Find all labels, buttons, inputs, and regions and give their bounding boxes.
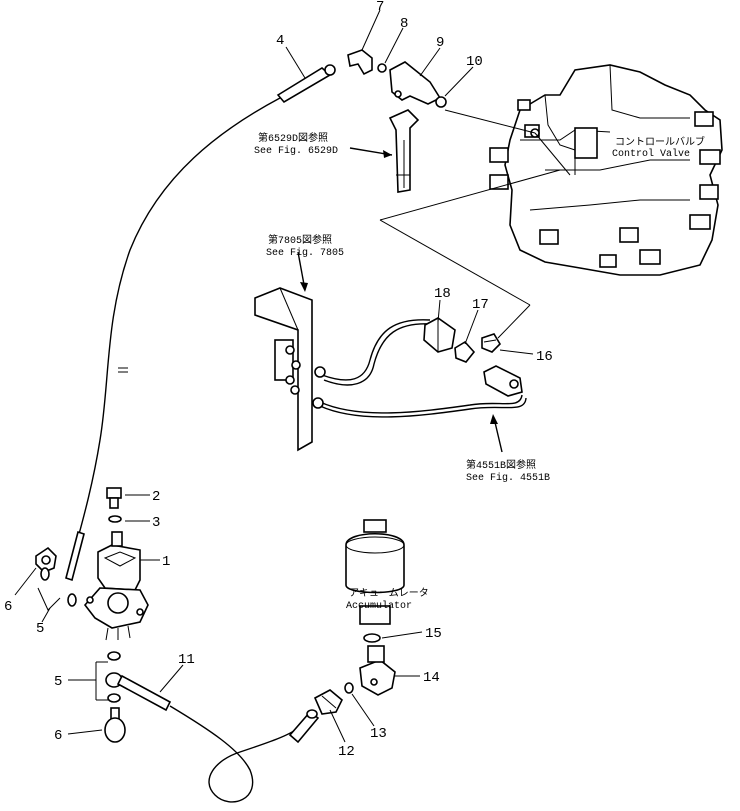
part-label-1: 1 (162, 554, 170, 570)
part-label-5-lower: 5 (54, 674, 62, 690)
o-ring-8 (377, 63, 387, 73)
ref-7805-en: See Fig. 7805 (266, 247, 344, 259)
ref-4551b-en: See Fig. 4551B (466, 472, 550, 484)
o-ring-5d (107, 693, 121, 703)
part-label-3: 3 (152, 515, 160, 531)
pipe-stub (65, 530, 85, 582)
hose-11 (116, 674, 320, 803)
part-label-14: 14 (423, 670, 440, 686)
ref-6529d-en: See Fig. 6529D (254, 145, 338, 157)
part-label-15: 15 (425, 626, 442, 642)
fitting-12 (313, 689, 343, 715)
accumulator-label-jp: アキュームレータ (349, 587, 429, 600)
part-label-4: 4 (276, 33, 284, 49)
ref-7805-jp: 第7805図参照 (268, 233, 332, 247)
wire-harness (312, 319, 527, 418)
part-label-5-upper: 5 (36, 621, 44, 637)
pipe-ref-6529d (388, 109, 420, 193)
valve-body-9 (389, 61, 442, 105)
part-label-18: 18 (434, 286, 451, 302)
part-label-9: 9 (436, 35, 444, 51)
fitting-6-upper (35, 546, 57, 573)
adapter-17 (454, 340, 476, 363)
part-label-16: 16 (536, 349, 553, 365)
leader-lines (14, 9, 534, 743)
part-label-13: 13 (370, 726, 387, 742)
part-label-17: 17 (472, 297, 489, 313)
part-number-labels: 2 3 1 4 5 5 6 6 7 8 9 10 11 12 13 14 15 … (4, 0, 553, 760)
washer-3 (108, 515, 122, 523)
part-label-8: 8 (400, 16, 408, 32)
tee-block-14 (359, 645, 396, 696)
fitting-6-lower (104, 707, 126, 743)
ref-6529d-jp: 第6529D図参照 (258, 131, 328, 145)
part-label-2: 2 (152, 489, 160, 505)
o-ring-5b (67, 593, 77, 607)
o-ring-15 (363, 633, 381, 643)
control-valve (489, 64, 723, 276)
o-ring-10 (435, 96, 447, 108)
hose-4 (71, 64, 336, 561)
accumulator-label-en: Accumulator (346, 600, 412, 612)
pump-valve-1 (83, 531, 149, 641)
frame-panel-7805 (254, 287, 313, 452)
elbow-fitting-7 (347, 49, 373, 76)
sensor-18 (423, 317, 456, 353)
part-label-12: 12 (338, 744, 355, 760)
control-valve-label-jp: コントロールバルブ (615, 135, 705, 149)
accumulator (345, 519, 405, 625)
switch-16 (481, 333, 502, 353)
part-label-6-lower: 6 (54, 728, 62, 744)
control-valve-label-en: Control Valve (612, 148, 690, 160)
part-label-11: 11 (178, 652, 195, 668)
part-label-6-upper: 6 (4, 599, 12, 615)
part-label-7: 7 (376, 0, 384, 15)
bolt-2 (106, 487, 122, 509)
o-ring-5a (40, 567, 50, 581)
part-label-10: 10 (466, 54, 483, 70)
o-ring-5c (107, 651, 121, 661)
ref-4551b-jp: 第4551B図参照 (466, 458, 536, 472)
connector-4551b (483, 365, 523, 397)
o-ring-13 (344, 682, 354, 694)
